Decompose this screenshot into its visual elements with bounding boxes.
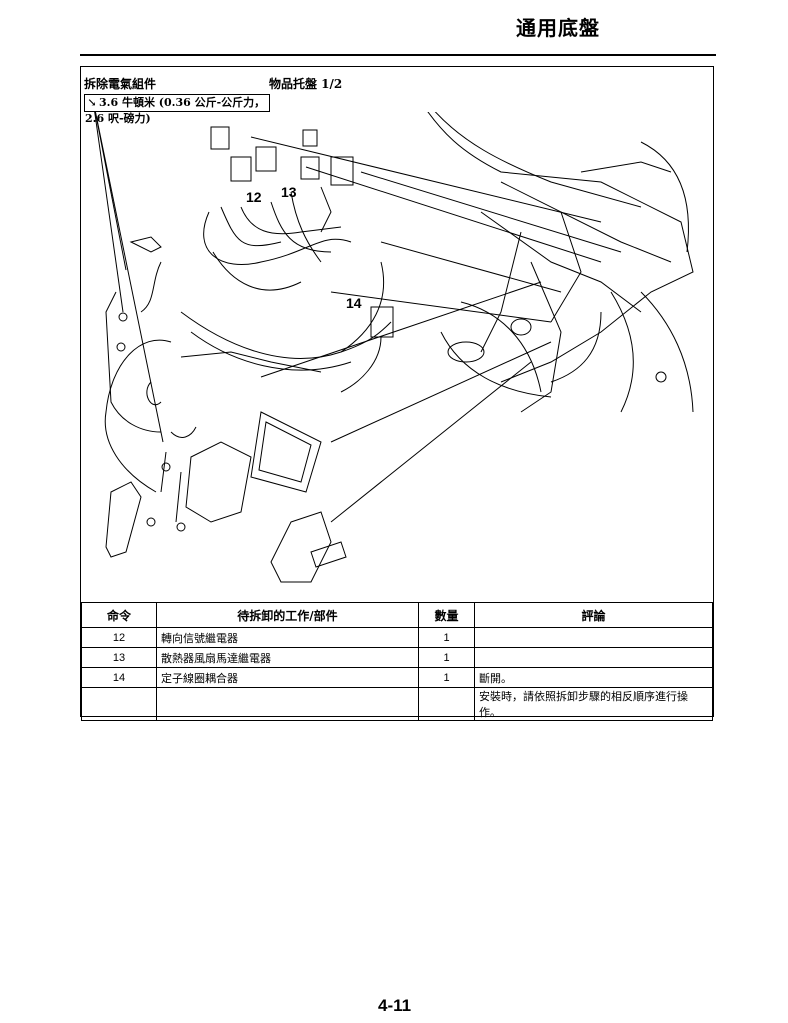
section-title: 拆除電氣組件 [84, 77, 157, 91]
row-part: 散熱器風扇馬達繼電器 [156, 647, 419, 668]
row-qty: 1 [418, 647, 475, 668]
row-part: 轉向信號繼電器 [156, 627, 419, 648]
callout-12: 12 [246, 189, 262, 205]
table-row: 安裝時，請依照拆卸步驟的相反順序進行操作。 [81, 687, 713, 721]
table-row: 12 轉向信號繼電器 1 [81, 627, 713, 648]
torque-spec: ↘3.6 牛頓米 (0.36 公斤-公斤力，2.6 呎-磅力) [84, 94, 270, 125]
header-qty: 數量 [418, 602, 475, 628]
row-remark [474, 627, 713, 648]
row-order: 14 [81, 667, 157, 688]
callout-14: 14 [346, 295, 362, 311]
row-order [81, 687, 157, 721]
header-remark: 評論 [474, 602, 713, 628]
row-order: 12 [81, 627, 157, 648]
row-order: 13 [81, 647, 157, 668]
row-remark [474, 647, 713, 668]
table-row: 13 散熱器風扇馬達繼電器 1 [81, 647, 713, 668]
parts-table: 命令 待拆卸的工作/部件 數量 評論 12 轉向信號繼電器 1 13 散熱器風扇… [81, 602, 713, 721]
row-qty: 1 [418, 627, 475, 648]
row-qty: 1 [418, 667, 475, 688]
callout-13: 13 [281, 184, 297, 200]
row-remark: 斷開。 [474, 667, 713, 688]
page-number: 4-11 [378, 996, 412, 1015]
row-qty [418, 687, 475, 721]
row-part [156, 687, 419, 721]
page-header-title: 通用底盤 [516, 16, 600, 40]
tray-label: 物品托盤 1/2 [269, 77, 343, 91]
header-rule [80, 54, 716, 56]
exploded-diagram: 12 13 14 [94, 112, 694, 583]
header-order: 命令 [81, 602, 157, 628]
procedure-frame: 拆除電氣組件 物品托盤 1/2 ↘3.6 牛頓米 (0.36 公斤-公斤力，2.… [80, 66, 714, 721]
torque-value: 3.6 牛頓米 (0.36 公斤-公斤力，2.6 呎-磅力) [85, 96, 266, 125]
row-part: 定子線圈耦合器 [156, 667, 419, 688]
torque-wrench-icon: ↘ [87, 96, 97, 109]
header-part: 待拆卸的工作/部件 [156, 602, 419, 628]
row-remark: 安裝時，請依照拆卸步驟的相反順序進行操作。 [474, 687, 713, 721]
table-row: 14 定子線圈耦合器 1 斷開。 [81, 667, 713, 688]
table-header-row: 命令 待拆卸的工作/部件 數量 評論 [81, 602, 713, 628]
